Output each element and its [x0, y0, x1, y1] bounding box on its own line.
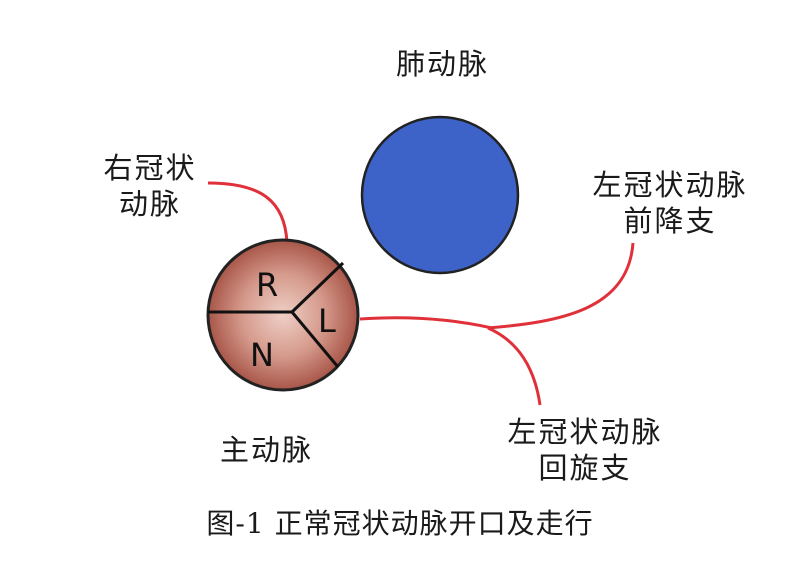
- lad-branch-line: [487, 242, 635, 330]
- right-coronary-label: 右冠状 动脉: [103, 151, 197, 221]
- left-main-coronary-line: [359, 316, 493, 330]
- circumflex-label: 左冠状动脉 回旋支: [507, 415, 663, 485]
- cusp-label-n: N: [250, 336, 274, 374]
- aorta-label: 主动脉: [220, 433, 314, 467]
- figure-caption: 图-1 正常冠状动脉开口及走行: [206, 507, 594, 540]
- lad-label: 左冠状动脉 前降支: [592, 168, 748, 238]
- right-coronary-artery-line: [207, 181, 289, 244]
- aorta: R L N: [206, 238, 360, 392]
- cusp-divider-lower: [290, 311, 340, 368]
- pulmonary-artery-circle: [360, 115, 520, 275]
- cusp-label-r: R: [256, 266, 278, 304]
- cusp-divider-upper: [290, 261, 345, 314]
- aorta-circle: [206, 238, 360, 392]
- cusp-label-l: L: [318, 302, 336, 340]
- circumflex-branch-line: [487, 326, 542, 406]
- pulmonary-artery-label: 肺动脉: [396, 47, 490, 81]
